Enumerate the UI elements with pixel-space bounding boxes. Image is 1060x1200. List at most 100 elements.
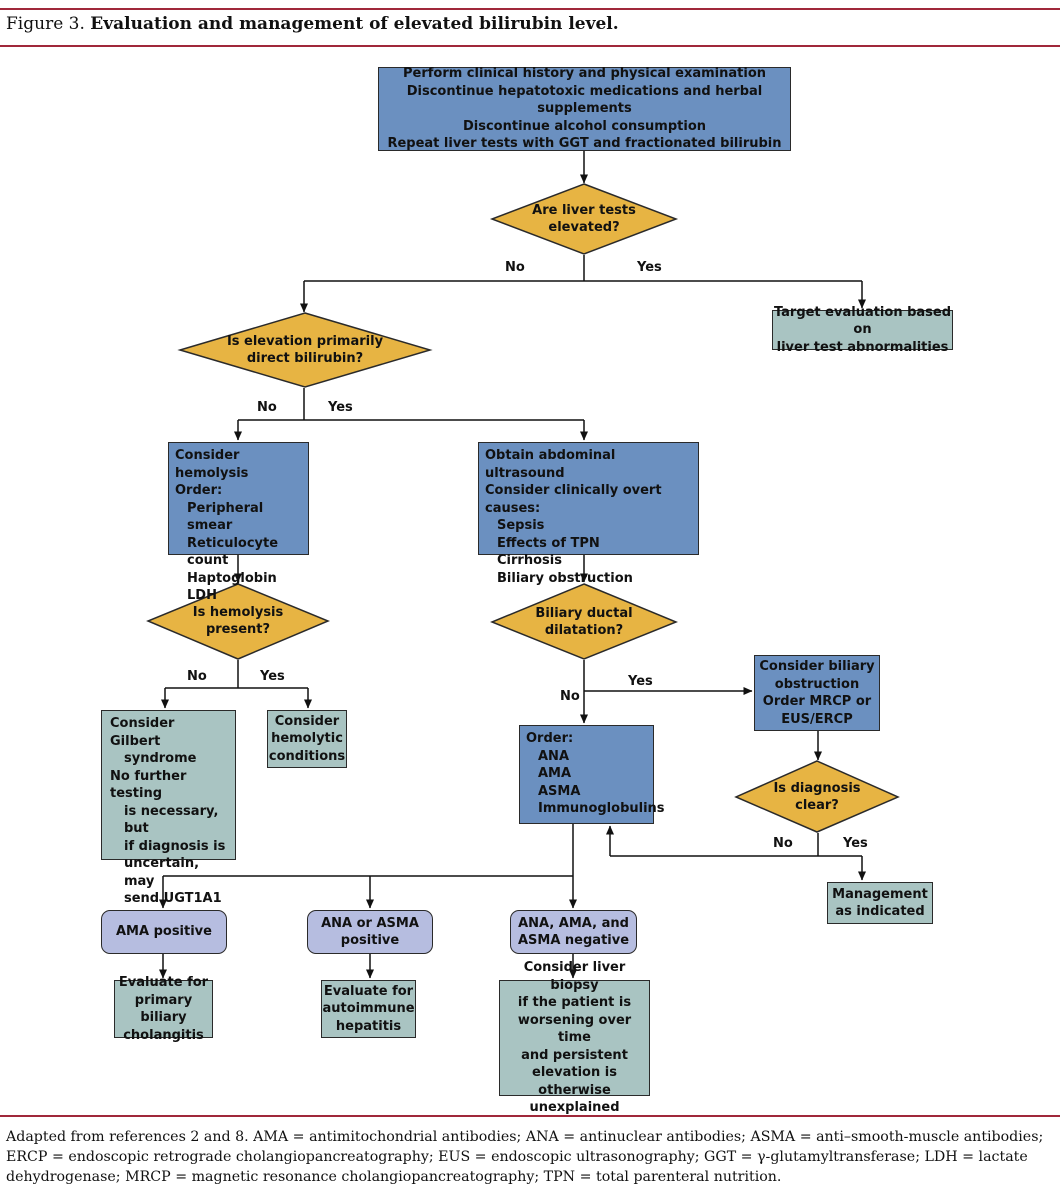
q-diagnosis-label: Is diagnosis clear? [746,772,888,822]
q-direct-label: Is elevation primarily direct bilirubin? [195,325,415,375]
biopsy-line-1: Consider liver biopsy [523,960,626,993]
order-item-4: Immunoglobulins [538,801,665,816]
diamond-diagnosis [734,760,900,833]
hemolysis-item-4: LDH [187,588,217,603]
label-liver-no: No [505,260,525,275]
ana-asma-pos-line-2: positive [340,933,400,948]
ultrasound-item-1: Sepsis [497,518,545,533]
q-ductal-line-2: dilatation? [544,623,624,638]
obstruction-line-1: Consider biliary [759,659,875,674]
target-line-1: Target evaluation based on [773,304,952,338]
gilbert-line-7: send UGT1A1 [124,891,222,906]
pbc-box: Evaluate for primary biliary cholangitis [114,975,213,1043]
diamond-direct-bilirubin [177,312,433,388]
biopsy-line-2: if the patient is [517,995,632,1011]
biopsy-line-4: and persistent [521,1047,628,1063]
gilbert-line-1: Consider Gilbert [110,716,175,749]
edge-direct-split [238,388,584,421]
hemolysis-title-2: Order: [175,483,223,498]
q-direct-line-1: Is elevation primarily [226,334,384,349]
order-item-1: ANA [538,748,570,764]
all-negative-box: ANA, AMA, and ASMA negative [510,910,637,954]
ultrasound-item-2: Effects of TPN [497,535,600,551]
pbc-line-2: primary biliary [134,992,193,1026]
gilbert-line-3: No further testing [110,768,187,802]
obstruction-line-4: EUS/ERCP [781,711,853,727]
management-box: Management as indicated [827,882,933,924]
figure-title: Evaluation and management of elevated bi… [90,14,619,34]
ultrasound-item-3: Cirrhosis [497,553,562,568]
ultrasound-item-4: Biliary obstruction [497,570,633,586]
all-neg-line-1: ANA, AMA, and [518,915,629,931]
hemolytic-line-2: hemolytic [271,731,343,747]
label-hemolysis-yes: Yes [260,669,285,684]
start-line-2: Discontinue hepatotoxic medications and … [406,83,763,117]
gilbert-line-2: syndrome [124,751,197,766]
aih-line-2: autoimmune [322,1001,415,1017]
pbc-line-1: Evaluate for [118,975,209,990]
hemolysis-item-1: Peripheral smear [187,500,264,534]
order-item-3: ASMA [538,783,581,799]
q-liver-line-1: Are liver tests [532,203,636,218]
edge-order-split [163,824,574,877]
management-line-1: Management [832,886,928,902]
footnote: Adapted from references 2 and 8. AMA = a… [6,1129,1044,1185]
ultrasound-title-1: Obtain abdominal ultrasound [485,448,616,481]
ultrasound-title-2: Consider clinically overt causes: [485,483,662,516]
gilbert-line-5: if diagnosis is [124,838,226,854]
start-line-4: Repeat liver tests with GGT and fraction… [387,136,782,152]
figure-caption: Figure 3. Evaluation and management of e… [6,14,619,34]
diamond-hemolysis [146,583,330,660]
start-box: Perform clinical history and physical ex… [378,66,791,152]
target-evaluation-box: Target evaluation based on liver test ab… [772,305,953,355]
ultrasound-box: Obtain abdominal ultrasound Consider cli… [478,442,699,586]
label-ductal-yes: Yes [628,674,653,689]
label-ductal-no: No [560,689,580,704]
gilbert-line-6: uncertain, may [124,856,200,889]
hemolysis-item-3: Haptoglobin [187,570,277,586]
q-ductal-label: Biliary ductal dilatation? [502,597,666,647]
biopsy-box: Consider liver biopsy if the patient is … [499,960,650,1115]
hemolytic-box: Consider hemolytic conditions [267,710,347,768]
pbc-line-3: cholangitis [123,1027,204,1043]
aih-box: Evaluate for autoimmune hepatitis [321,980,416,1038]
edge-liver-split [304,255,862,282]
q-ductal-line-1: Biliary ductal [535,606,633,621]
order-item-2: AMA [538,766,572,781]
label-direct-yes: Yes [328,400,353,415]
q-hemolysis-line-2: present? [205,622,271,637]
aih-line-1: Evaluate for [323,983,414,999]
edge-diagnosis-split [610,833,862,857]
q-liver-label: Are liver tests elevated? [500,194,668,244]
q-diagnosis-line-1: Is diagnosis [773,781,861,796]
ana-asma-positive-box: ANA or ASMA positive [307,910,433,954]
biliary-obstruction-box: Consider biliary obstruction Order MRCP … [754,655,880,731]
ama-positive-box: AMA positive [101,910,227,954]
gilbert-box: Consider Gilbert syndrome No further tes… [101,710,236,924]
order-title: Order: [526,731,574,746]
edge-hemolysis-split [165,660,308,689]
footnote-rule [0,1115,1060,1117]
diamond-liver-tests [489,183,679,255]
ama-pos-line-1: AMA positive [116,924,212,940]
order-tests-box: Order: ANA AMA ASMA Immunoglobulins [519,725,665,824]
q-hemolysis-label: Is hemolysis present? [158,596,318,646]
hemolytic-line-3: conditions [268,748,346,764]
aih-line-3: hepatitis [335,1018,402,1034]
hemolysis-title-1: Consider hemolysis [175,448,249,481]
management-line-2: as indicated [835,904,925,919]
ana-asma-pos-line-1: ANA or ASMA [321,915,419,931]
label-direct-no: No [257,400,277,415]
gilbert-line-4: is necessary, but [124,803,219,837]
label-liver-yes: Yes [637,260,662,275]
all-neg-line-2: ASMA negative [517,933,630,948]
diamond-ductal [490,583,678,660]
q-diagnosis-line-2: clear? [795,798,839,813]
label-hemolysis-no: No [187,669,207,684]
q-liver-line-2: elevated? [548,220,620,235]
hemolytic-line-1: Consider [274,713,340,729]
figure-label: Figure 3. [6,14,85,34]
q-direct-line-2: direct bilirubin? [246,351,364,366]
biopsy-line-3: worsening over time [517,1012,632,1046]
